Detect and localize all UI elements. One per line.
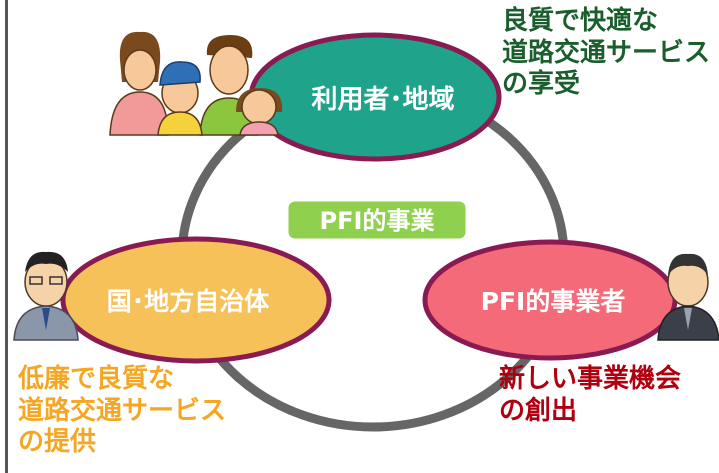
users-node-label: 利用者･地域 [311, 85, 454, 115]
businessman-illustration [657, 253, 719, 341]
users-benefit-line: 道路交通サービス [502, 37, 711, 68]
operator-benefit-text: 新しい事業機会 の創出 [499, 364, 681, 427]
government-benefit-line: 道路交通サービス [18, 395, 227, 426]
center-label-box [285, 198, 469, 242]
government-benefit-line: 低廉で良質な [18, 364, 175, 394]
operator-benefit-line: 新しい事業機会 [499, 364, 682, 394]
government-benefit-line: の提供 [18, 427, 97, 458]
operator-benefit-line: の創出 [499, 395, 578, 426]
operator-node-label: PFI的事業者 [481, 287, 626, 316]
left-border [5, 0, 8, 473]
users-benefit-line: の享受 [502, 69, 581, 100]
users-benefit-line: 良質で快適な [502, 6, 659, 36]
center-label: PFI的事業 [320, 207, 435, 235]
government-benefit-text: 低廉で良質な 道路交通サービス の提供 [18, 364, 226, 459]
government-node-label: 国･地方自治体 [107, 287, 271, 316]
official-illustration [13, 251, 79, 341]
users-benefit-text: 良質で快適な 道路交通サービス の享受 [502, 6, 710, 101]
government-node [60, 236, 332, 364]
family-illustration [109, 31, 283, 136]
